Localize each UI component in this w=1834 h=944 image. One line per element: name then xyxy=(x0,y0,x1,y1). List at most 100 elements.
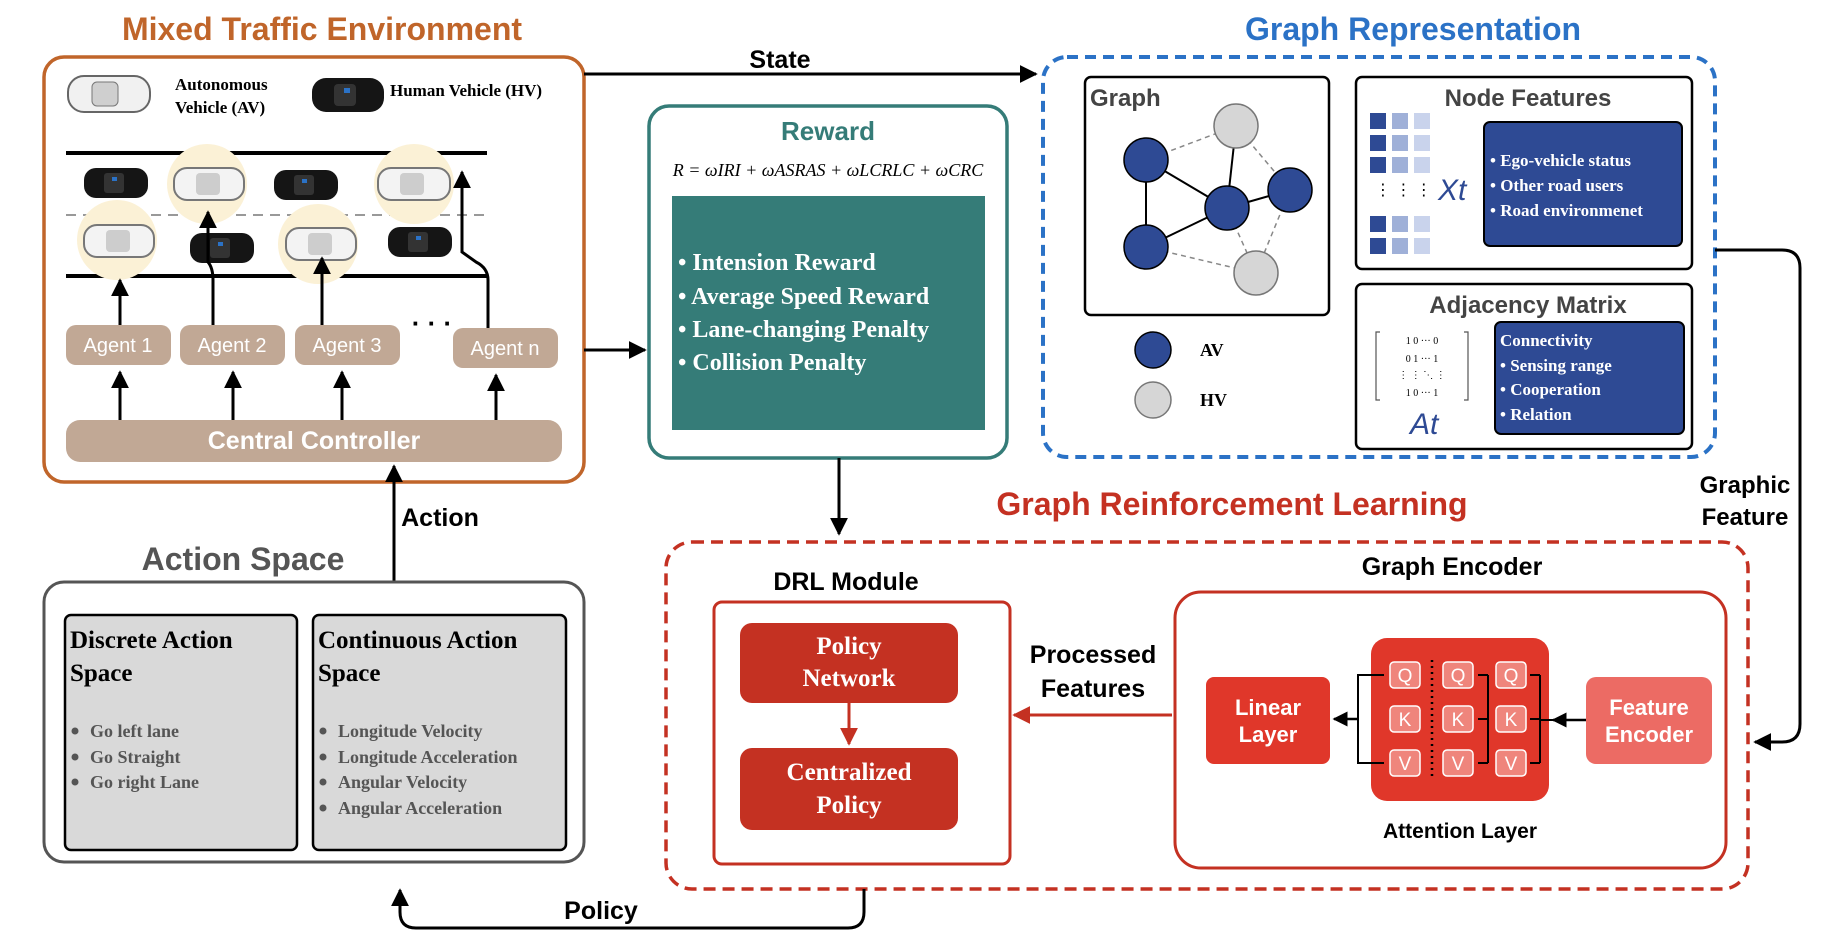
node-features-list-panel xyxy=(1483,121,1683,247)
processed-features-label: Processed xyxy=(1030,641,1156,669)
agent-1-box xyxy=(66,325,171,365)
agent-n-box xyxy=(453,328,558,368)
policy-arrow xyxy=(391,888,866,930)
graph-encoder-title: Graph Encoder xyxy=(1362,553,1543,581)
graph-node-hv xyxy=(1213,103,1259,149)
attention-v: V xyxy=(1505,754,1518,775)
hv-car-icon xyxy=(84,168,148,198)
node-feature-road: • Road environmenet xyxy=(1490,201,1643,220)
centralized-policy-box xyxy=(740,748,958,830)
central-controller-label: Central Controller xyxy=(208,427,421,455)
hv-legend-car-icon xyxy=(312,78,384,112)
adjacency-list-panel xyxy=(1494,321,1685,435)
adjacency-matrix-icon: 1 0 ··· 0 0 1 ··· 1 ⋮ ⋮ ⋱ ⋮ 1 0 ··· 1 xyxy=(1375,331,1469,401)
agent-2-box xyxy=(180,325,285,365)
reward-item-speed: • Average Speed Reward xyxy=(678,284,930,310)
hv-car-icon xyxy=(388,227,452,257)
discrete-action-title: Discrete Action xyxy=(70,627,233,654)
reward-item-intension: • Intension Reward xyxy=(678,250,876,276)
discrete-item-straight: Go Straight xyxy=(90,747,181,767)
adjacency-matrix-row: 1 0 ··· 1 xyxy=(1406,388,1439,399)
graph-node-av xyxy=(1204,185,1250,231)
graphic-feature-label: Graphic xyxy=(1700,472,1791,499)
graph-panel-title: Graph xyxy=(1090,85,1161,112)
hv-legend-node xyxy=(1134,381,1172,419)
policy-label: Policy xyxy=(564,897,638,925)
central-controller-box xyxy=(66,420,562,462)
adjacency-symbol: At xyxy=(1408,408,1440,441)
centralized-policy-label: Centralized xyxy=(787,759,912,786)
graph-representation-title: Graph Representation xyxy=(1245,11,1581,47)
adjacency-matrix-row: ⋮ ⋮ ⋱ ⋮ xyxy=(1398,370,1446,381)
graphic-feature-arrow xyxy=(1715,248,1802,751)
agent-3-box xyxy=(295,325,400,365)
agent-1-label: Agent 1 xyxy=(84,335,153,357)
bullet xyxy=(71,727,79,735)
action-label: Action xyxy=(401,504,479,532)
discrete-item-right: Go right Lane xyxy=(90,772,199,792)
av-car-icon xyxy=(377,167,451,201)
graph-node-av xyxy=(1123,137,1169,183)
discrete-action-panel xyxy=(63,613,299,852)
av-legend-car-icon xyxy=(67,75,151,113)
graph-node-av xyxy=(1267,167,1313,213)
attention-q: Q xyxy=(1451,666,1466,687)
discrete-item-left: Go left lane xyxy=(90,721,179,741)
feature-encoder-box xyxy=(1586,677,1712,764)
av-car-icon xyxy=(173,167,245,201)
reward-section: Reward R = ωIRI + ωASRAS + ωLCRLC + ωCRC… xyxy=(647,104,1009,460)
agent-2-trajectory-arrow xyxy=(199,210,217,332)
hv-legend-label: Human Vehicle (HV) xyxy=(390,81,542,100)
graphic-feature-label-2: Feature xyxy=(1702,504,1789,531)
linear-layer-label: Linear xyxy=(1235,695,1301,720)
av-car-icon xyxy=(83,224,155,258)
adjacency-matrix-row: 1 0 ··· 0 xyxy=(1406,336,1439,347)
continuous-item-ang-acc: Angular Acceleration xyxy=(338,798,502,818)
node-feature-others: • Other road users xyxy=(1490,176,1624,195)
attention-k: K xyxy=(1452,710,1465,731)
processed-features-label-2: Features xyxy=(1041,675,1145,703)
bullet xyxy=(319,778,327,786)
continuous-action-title-2: Space xyxy=(318,660,381,687)
continuous-item-long-vel: Longitude Velocity xyxy=(338,721,483,741)
continuous-action-title: Continuous Action xyxy=(318,627,517,654)
continuous-item-ang-vel: Angular Velocity xyxy=(338,772,467,792)
policy-network-label: Policy xyxy=(816,633,882,660)
av-legend-node-label: AV xyxy=(1200,340,1224,360)
node-features-symbol: Xt xyxy=(1437,174,1468,207)
reward-item-collision: • Collision Penalty xyxy=(678,350,866,376)
attention-v: V xyxy=(1452,754,1465,775)
drl-module-title: DRL Module xyxy=(773,568,918,596)
reward-formula: R = ωIRI + ωASRAS + ωLCRLC + ωCRC xyxy=(672,160,984,180)
action-space-title: Action Space xyxy=(142,541,345,577)
graph-representation-section: Graph Representation Graph AV HV xyxy=(1041,11,1717,459)
attention-q: Q xyxy=(1398,666,1413,687)
av-legend-node xyxy=(1134,331,1172,369)
continuous-action-panel xyxy=(311,613,568,852)
hv-car-icon xyxy=(274,170,338,200)
grl-section: Graph Reinforcement Learning DRL Module … xyxy=(664,486,1750,891)
linear-layer-label-2: Layer xyxy=(1239,722,1298,747)
policy-network-box xyxy=(740,623,958,703)
hv-car-icon xyxy=(190,233,254,263)
agents-ellipsis: · · · xyxy=(412,308,452,338)
av-legend-label-2: Vehicle (AV) xyxy=(175,98,265,117)
node-feature-ego: • Ego-vehicle status xyxy=(1490,151,1631,170)
centralized-policy-label-2: Policy xyxy=(816,792,882,819)
adjacency-item-relation: • Relation xyxy=(1500,405,1572,424)
action-space-section: Action Action Space Discrete Action Spac… xyxy=(42,464,586,864)
av-car-icon xyxy=(285,227,357,261)
reward-item-lane: • Lane-changing Penalty xyxy=(678,317,929,343)
adjacency-item-cooperation: • Cooperation xyxy=(1500,380,1601,399)
hv-legend-node-label: HV xyxy=(1200,390,1227,410)
state-label: State xyxy=(749,46,810,74)
adjacency-item-sensing: • Sensing range xyxy=(1500,356,1612,375)
agent-2-label: Agent 2 xyxy=(198,335,267,357)
attention-k: K xyxy=(1399,710,1412,731)
bullet xyxy=(319,727,327,735)
attention-q: Q xyxy=(1504,666,1519,687)
attention-k: K xyxy=(1505,710,1518,731)
graph-node-av xyxy=(1123,224,1169,270)
feature-encoder-label-2: Encoder xyxy=(1605,722,1693,747)
